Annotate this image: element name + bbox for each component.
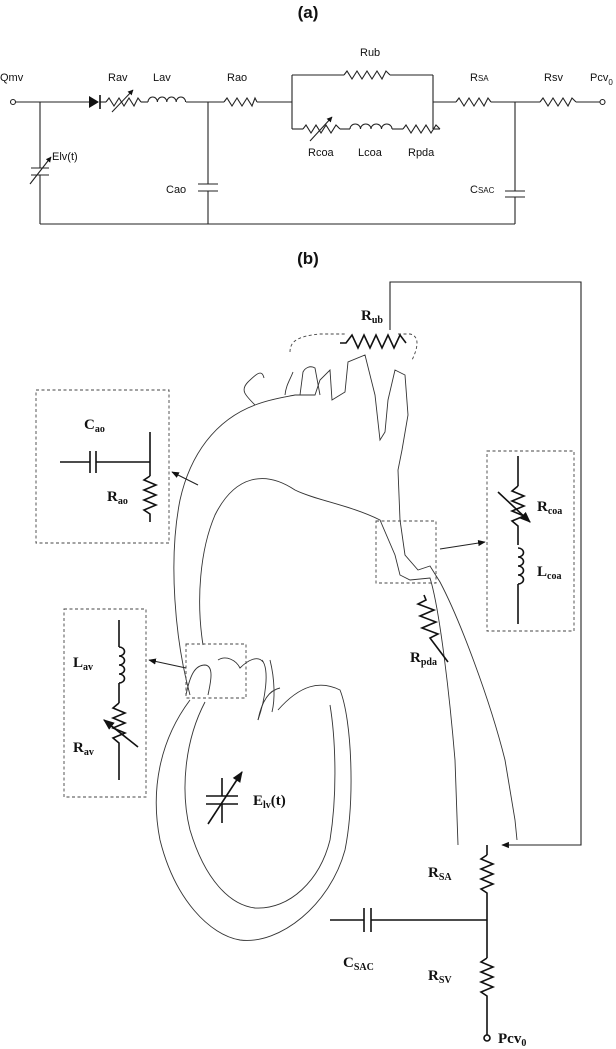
rsv-resistor-icon (539, 96, 577, 108)
heart-aorta-drawing (155, 354, 518, 941)
label-csac: CSAC (470, 184, 495, 196)
label-rav: Rav (108, 72, 128, 84)
csac-capacitor-icon (505, 190, 525, 198)
rcoa-lcoa-circuit (497, 456, 531, 624)
rav-variable-resistor-icon (105, 89, 142, 113)
rpda-resistor-icon (402, 123, 441, 135)
label-rao: Rao (227, 72, 247, 84)
cao-capacitor-icon (198, 183, 218, 192)
lcoa-inductor-icon (349, 123, 393, 130)
label-lav: Lav (153, 72, 171, 84)
systemic-network (330, 845, 496, 1042)
rcoa-variable-resistor-icon (302, 116, 341, 142)
label-cao: Cao (166, 184, 186, 196)
label-b-elv: Elv(t) (253, 793, 286, 811)
label-b-rcoa: Rcoa (537, 499, 562, 517)
rub-resistor-icon (343, 69, 391, 81)
label-b-lcoa: Lcoa (537, 564, 561, 582)
panel-b: (b) Rub (35, 249, 582, 1049)
arrow-to-av-box (148, 658, 187, 669)
rub-dashed-left (289, 333, 345, 353)
label-b-rub: Rub (361, 308, 383, 326)
lav-rav-inset-box (63, 608, 147, 798)
elv-variable-capacitor-icon (206, 771, 243, 825)
label-b-rpda: Rpda (410, 650, 437, 668)
label-b-rav: Rav (73, 740, 94, 758)
label-rsv: Rsv (544, 72, 563, 84)
label-b-rsa: RSA (428, 865, 452, 883)
label-b-lav: Lav (73, 655, 93, 673)
lav-rav-circuit (103, 620, 139, 780)
rub-dashed-right (398, 333, 418, 361)
rub-resistor-icon (340, 333, 407, 350)
label-elv: Elv(t) (52, 151, 78, 163)
cao-rao-circuit (60, 432, 159, 522)
label-b-rao: Rao (107, 489, 128, 507)
return-wire (389, 281, 582, 849)
label-rpda: Rpda (408, 147, 435, 159)
label-b-pcv: Pcv0 (498, 1031, 526, 1049)
label-lcoa: Lcoa (358, 147, 383, 159)
rpda-resistor-icon (416, 594, 449, 663)
rao-resistor-icon (223, 96, 258, 108)
arrow-to-coa-box (439, 540, 486, 550)
elv-variable-capacitor-icon (29, 156, 52, 185)
rcoa-lcoa-inset-box (486, 450, 575, 632)
rsa-resistor-icon (455, 96, 492, 108)
cao-rao-inset-box (35, 389, 170, 544)
panel-a: (a) (0, 3, 613, 225)
coa-source-box (375, 520, 437, 584)
arrow-to-cao-box (171, 471, 199, 486)
label-b-rsv: RSV (428, 968, 452, 986)
label-rcoa: Rcoa (308, 147, 335, 159)
label-rsa: RSA (470, 72, 489, 84)
label-b-cao: Cao (84, 417, 105, 435)
panel-a-wires (9, 74, 606, 225)
lav-inductor-icon (147, 96, 187, 103)
panel-a-title: (a) (298, 3, 319, 22)
diode-icon (89, 95, 101, 109)
panel-b-title: (b) (297, 249, 319, 268)
label-rub: Rub (360, 47, 380, 59)
label-pcv: Pcv0 (590, 72, 613, 87)
label-b-csac: CSAC (343, 955, 374, 973)
av-source-box (185, 643, 247, 699)
label-qmv: Qmv (0, 72, 24, 84)
